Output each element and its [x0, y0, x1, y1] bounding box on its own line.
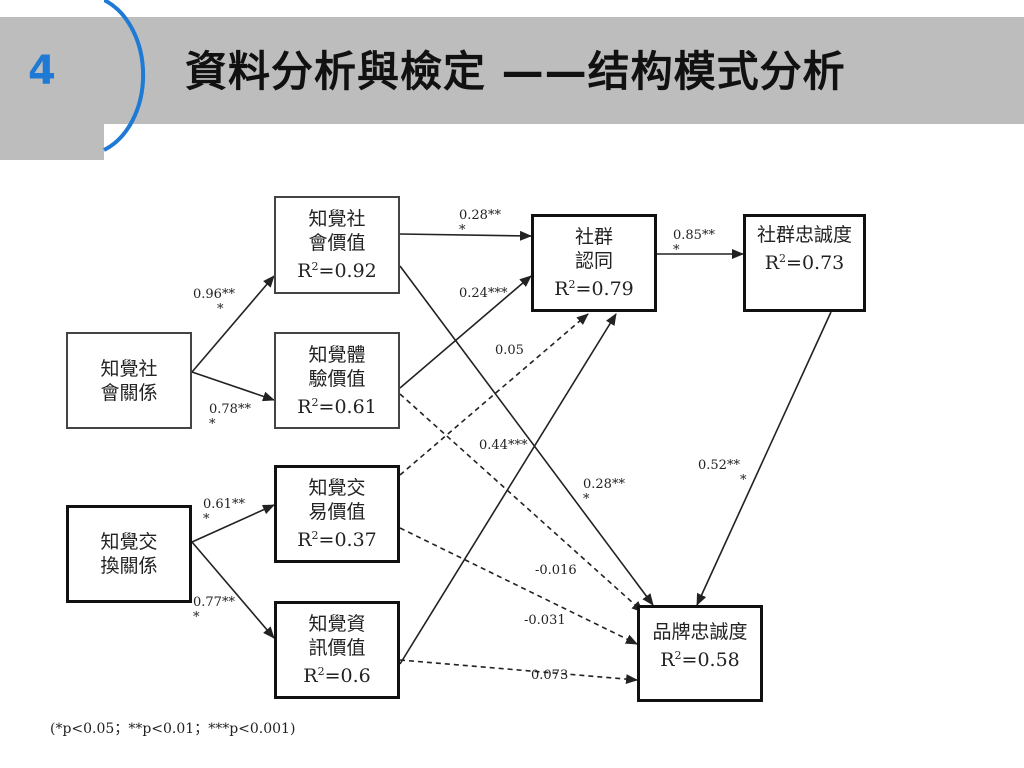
- coef-ev-to-ci: 0.24***: [459, 286, 508, 301]
- path-arrow-ev-to-bl: [399, 393, 644, 613]
- path-arrow-cl-to-bl: [696, 311, 832, 606]
- node-information-value: 知覺資 訊價值 R2=0.6: [274, 601, 400, 699]
- node-label-line: 知覺社: [308, 208, 366, 230]
- node-label-line: 認同: [574, 250, 613, 272]
- coef-cl-to-bl: 0.52***: [698, 458, 747, 488]
- coef-ev-to-bl: -0.016: [535, 563, 577, 578]
- coef-iv-to-bl: 0.073: [531, 668, 569, 683]
- r-squared: R2=0.37: [297, 529, 377, 551]
- node-label-line: 會關係: [100, 381, 158, 404]
- path-arrow-iv-to-ci: [399, 313, 617, 665]
- node-community-identity: 社群 認同 R2=0.79: [531, 214, 657, 312]
- node-transaction-value: 知覺交 易價值 R2=0.37: [274, 465, 400, 563]
- r-squared: R2=0.58: [660, 649, 740, 671]
- coef-tv-to-bl: -0.031: [524, 613, 566, 628]
- header-band: [0, 17, 1024, 124]
- coef-tv-to-ci: 0.05: [495, 343, 524, 358]
- node-label-line: 知覺資: [308, 613, 366, 635]
- coef-er-to-iv: 0.77***: [193, 595, 235, 625]
- node-label-line: 社群: [574, 226, 613, 248]
- coef-sv-to-ci: 0.28***: [459, 208, 501, 238]
- r-squared: R2=0.79: [554, 278, 634, 300]
- coef-sr-to-sv: 0.96***: [193, 287, 235, 317]
- coef-sr-to-ev: 0.78***: [209, 402, 251, 432]
- coef-ci-to-cl: 0.85***: [673, 228, 715, 258]
- node-label-line: 易價值: [308, 501, 366, 523]
- path-arrow-sr-to-ev: [191, 371, 275, 402]
- path-arrow-tv-to-bl: [399, 527, 638, 645]
- section-arc: [0, 0, 146, 160]
- r-squared: R2=0.61: [297, 395, 377, 418]
- node-brand-loyalty: 品牌忠誠度 R2=0.58: [637, 605, 763, 702]
- path-arrow-ev-to-ci: [399, 275, 532, 389]
- r-squared: R2=0.73: [764, 252, 845, 274]
- node-exchange-relation: 知覺交 換關係: [66, 505, 192, 603]
- node-label-line: 社群忠誠度: [756, 224, 852, 246]
- slide-title: 資料分析與檢定 ——结构模式分析: [185, 47, 846, 96]
- section-number: 4: [28, 48, 56, 94]
- node-label-line: 訊價值: [308, 637, 366, 659]
- node-label-line: 知覺交: [308, 477, 366, 499]
- node-experience-value: 知覺體 驗價值 R2=0.61: [274, 332, 400, 429]
- significance-footnote: (*p<0.05；**p<0.01；***p<0.001): [50, 721, 296, 737]
- r-squared: R2=0.92: [297, 260, 377, 282]
- node-social-value: 知覺社 會價值 R2=0.92: [274, 196, 400, 294]
- node-label-line: 知覺社: [100, 357, 158, 380]
- node-label-line: 知覺體: [308, 343, 366, 366]
- coef-er-to-tv: 0.61***: [203, 497, 245, 527]
- r-squared: R2=0.6: [303, 665, 371, 687]
- coef-iv-to-ci: 0.44***: [479, 438, 528, 453]
- node-community-loyalty: 社群忠誠度 R2=0.73: [743, 214, 866, 312]
- node-label-line: 換關係: [100, 555, 158, 577]
- node-label-line: 驗價值: [308, 367, 366, 390]
- path-arrow-sv-to-ci: [399, 230, 532, 241]
- node-label-line: 知覺交: [100, 531, 158, 553]
- path-arrow-sr-to-sv: [191, 275, 275, 373]
- node-label-line: 品牌忠誠度: [652, 621, 748, 643]
- node-social-relation: 知覺社 會關係: [66, 332, 192, 429]
- node-label-line: 會價值: [308, 232, 366, 254]
- path-arrow-iv-to-bl: [399, 659, 638, 685]
- path-arrow-sv-to-bl: [399, 265, 654, 606]
- path-arrow-er-to-iv: [191, 541, 275, 639]
- coef-sv-to-bl: 0.28***: [583, 477, 625, 507]
- path-arrow-er-to-tv: [191, 504, 275, 543]
